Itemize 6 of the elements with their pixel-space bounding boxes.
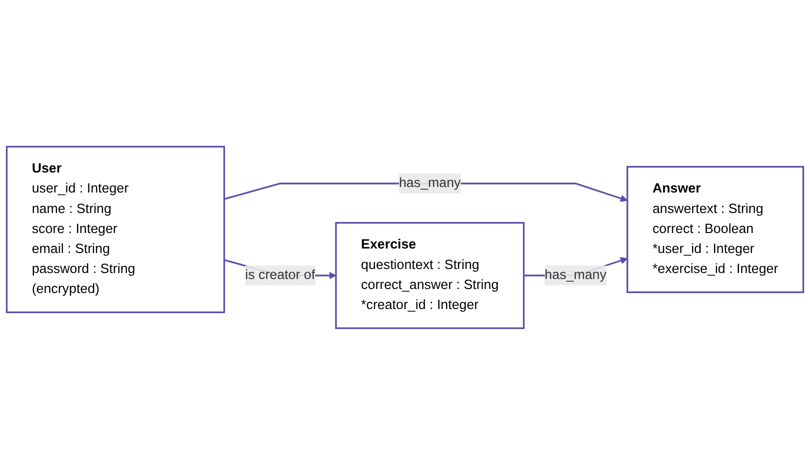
edge-label: has_many: [544, 268, 606, 282]
node-box: Exercise questiontext : String correct_answer : String *creator_id : Integer: [335, 222, 525, 329]
edge-label: has_many: [398, 176, 461, 190]
node-box: Answer answertext : String correct : Boolean *user_id : Integer *exercise_id : Integer: [626, 165, 804, 293]
edge-label: is creator of: [245, 268, 316, 282]
node-box: User user_id : Integer name : String score : Integer email : String password : String (encrypted): [6, 145, 226, 313]
